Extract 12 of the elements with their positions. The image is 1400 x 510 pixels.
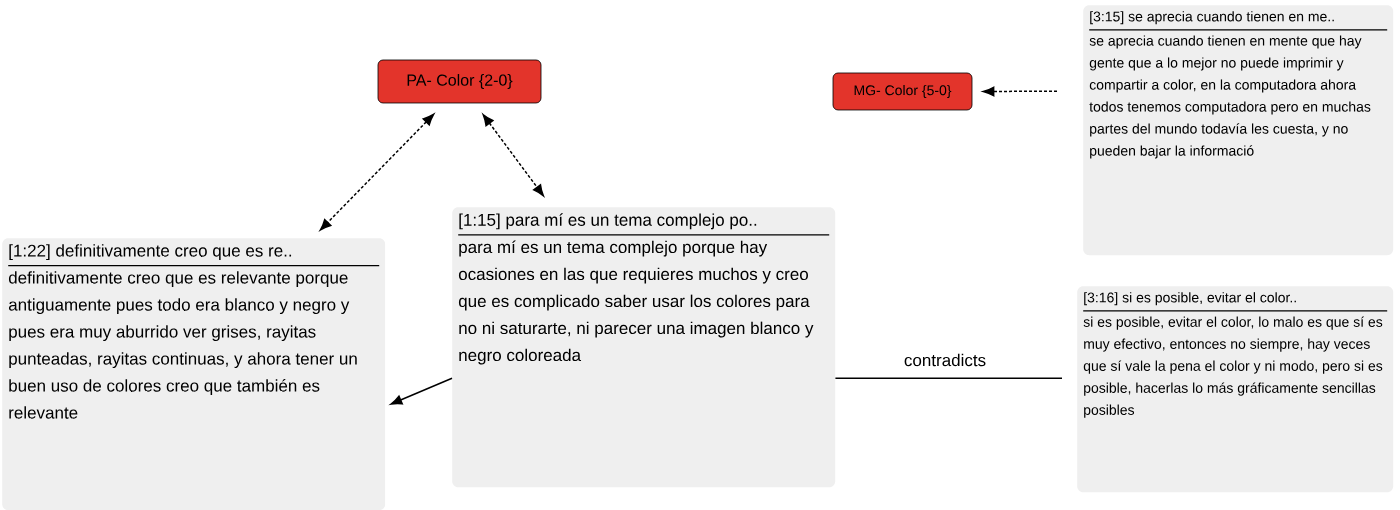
quotation-card: [3:16] si es posible, evitar el color.. si es posible, evitar el color, lo malo es que sí es muy efectivo, entonces no siempre, hay veces que sí vale la pena el color y ni modo, pero si es posible, hacerlas lo más gráficamente sencillas posibles [1077, 286, 1394, 493]
code-box: PA- Color {2-0} [377, 59, 542, 104]
quotation-card: [1:15] para mí es un tema complejo po.. para mí es un tema complejo porque hay ocasiones en las que requieres muchos y creo que es complicado saber usar los colores para no ni saturarte, ni parecer una imagen blanco y negro coloreada [452, 207, 836, 488]
edge-label: contradicts [902, 352, 988, 368]
arrow [390, 377, 453, 405]
quotation-card: [3:15] se aprecia cuando tienen en me.. se aprecia cuando tienen en mente que hay gente que a lo mejor no puede imprimir y compartir a color, en la computadora ahora todos tenemos computadora pero en muchas partes del mundo todavía les cuesta, y no pueden bajar la informació [1083, 5, 1394, 256]
code-box: MG- Color {5-0} [832, 72, 973, 111]
arrow [319, 113, 435, 231]
connector-line [834, 377, 1063, 379]
arrow [982, 86, 1058, 97]
arrow [482, 114, 544, 197]
quotation-card: [1:22] definitivamente creo que es re.. definitivamente creo que es relevante porque antiguamente pues todo era blanco y negro y pues era muy aburrido ver grises, rayitas punteadas, rayitas continuas, y ahora tener un buen uso de colores creo que también es relevante [2, 238, 386, 510]
